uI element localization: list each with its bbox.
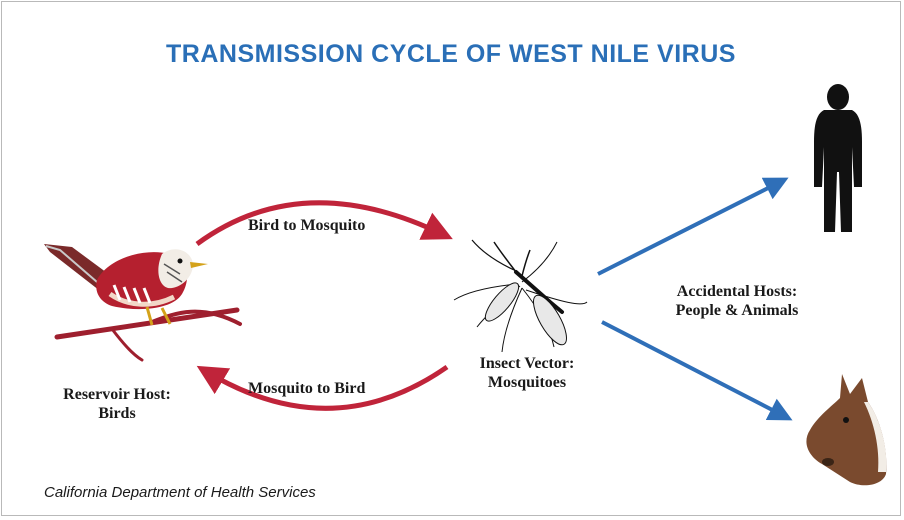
mosquito-to-bird-label: Mosquito to Bird bbox=[248, 380, 366, 397]
reservoir-host-label: Reservoir Host: Birds bbox=[42, 385, 192, 423]
mosquito-to-person-arrow bbox=[597, 177, 789, 276]
insect-vector-label: Insect Vector: Mosquitoes bbox=[462, 354, 592, 392]
bird-to-mosquito-arrow bbox=[195, 200, 453, 247]
reservoir-host-line2: Birds bbox=[98, 405, 136, 422]
mosquito-to-bird-arrow bbox=[196, 364, 449, 411]
accidental-hosts-label: Accidental Hosts: People & Animals bbox=[652, 282, 822, 320]
mosquito-icon bbox=[453, 239, 588, 353]
diagram-title: TRANSMISSION CYCLE OF WEST NILE VIRUS bbox=[166, 40, 736, 68]
credit-line: California Department of Health Services bbox=[44, 484, 316, 501]
accidental-hosts-line2: People & Animals bbox=[675, 302, 799, 319]
person-icon bbox=[814, 84, 862, 232]
accidental-hosts-line1: Accidental Hosts: bbox=[676, 283, 798, 300]
insect-vector-line1: Insect Vector: bbox=[479, 355, 575, 372]
bird-to-mosquito-label: Bird to Mosquito bbox=[248, 217, 366, 234]
bird-icon bbox=[44, 244, 242, 362]
insect-vector-line2: Mosquitoes bbox=[487, 374, 567, 391]
horse-icon bbox=[806, 374, 887, 486]
reservoir-host-line1: Reservoir Host: bbox=[63, 386, 171, 403]
mosquito-to-horse-arrow bbox=[601, 320, 793, 421]
